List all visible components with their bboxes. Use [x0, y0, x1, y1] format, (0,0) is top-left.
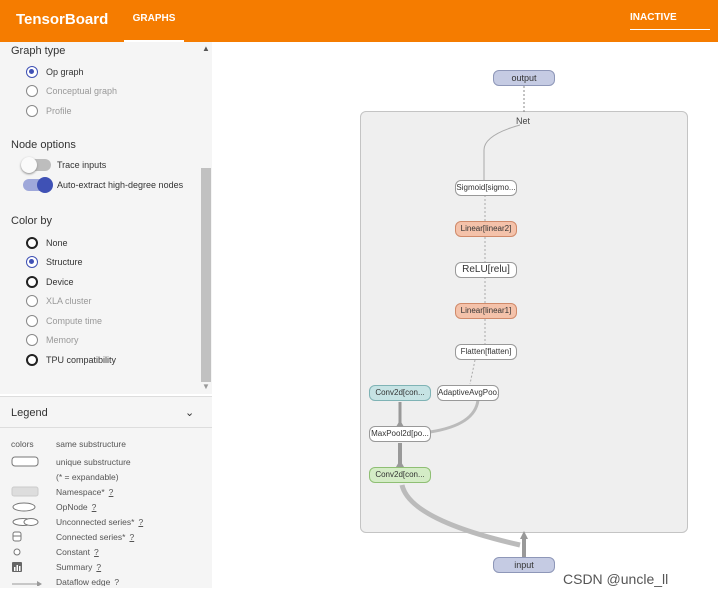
legend-row-unconnected: Unconnected series*?	[0, 516, 212, 530]
legend-label: (* = expandable)	[56, 472, 119, 482]
scroll-up-arrow-icon[interactable]: ▲	[202, 44, 210, 53]
radio-unselected-icon	[26, 354, 38, 366]
radio-label: Memory	[46, 335, 79, 345]
sidebar-scroll-thumb[interactable]	[201, 168, 211, 382]
node-maxpool2d[interactable]: MaxPool2d[po...	[369, 426, 431, 442]
color-by-heading: Color by	[11, 215, 52, 227]
legend-row-namespace: Namespace*?	[0, 486, 212, 500]
unconnected-series-icon	[11, 516, 43, 530]
toggle-off-icon	[21, 157, 51, 173]
legend-row-constant: Constant?	[0, 546, 212, 560]
toggle-label: Auto-extract high-degree nodes	[57, 180, 184, 190]
legend-label: Constant	[56, 547, 91, 557]
legend-row-opnode: OpNode?	[0, 501, 212, 515]
node-flatten[interactable]: Flatten[flatten]	[455, 344, 517, 360]
radio-label: Structure	[46, 257, 83, 267]
help-link[interactable]: ?	[129, 532, 135, 542]
legend-label: unique substructure	[56, 457, 131, 467]
toggle-on-icon	[23, 177, 53, 193]
toggle-knob	[21, 157, 37, 173]
net-namespace-label: Net	[516, 116, 531, 126]
legend-row-summary: Summary?	[0, 561, 212, 575]
radio-selected-icon	[26, 66, 38, 78]
legend-label: Summary	[56, 562, 93, 572]
legend-label: Dataflow edge	[56, 577, 111, 586]
node-linear2[interactable]: Linear[linear2]	[455, 221, 517, 237]
chevron-down-icon[interactable]: ⌄	[185, 407, 195, 419]
legend-label: Namespace*	[56, 487, 105, 497]
legend-row-colors: colors same substructure	[0, 438, 212, 452]
legend-row-expandable: (* = expandable)	[0, 471, 212, 485]
top-app-bar: TensorBoard GRAPHS INACTIVE	[0, 0, 718, 42]
watermark-text: CSDN @uncle_ll	[563, 571, 669, 587]
dataflow-edge-icon	[11, 576, 43, 586]
help-link[interactable]: ?	[114, 577, 120, 586]
radio-label: Profile	[46, 106, 72, 116]
node-conv2d-upper[interactable]: Conv2d[con...	[369, 385, 431, 401]
radio-unselected-icon	[26, 276, 38, 288]
help-link[interactable]: ?	[138, 517, 144, 527]
node-input[interactable]: input	[493, 557, 555, 573]
node-options-heading: Node options	[11, 139, 76, 151]
radio-label: TPU compatibility	[46, 355, 117, 365]
legend-panel: Legend ⌄ colors same substructure unique…	[0, 396, 212, 588]
radio-label: Compute time	[46, 316, 103, 326]
legend-label: Connected series*	[56, 532, 126, 542]
toggle-label: Trace inputs	[57, 160, 107, 170]
net-namespace-box[interactable]	[360, 111, 688, 533]
opnode-icon	[11, 501, 39, 515]
radio-unselected-icon	[26, 315, 38, 327]
sidebar-controls: Graph type Op graph Conceptual graph Pro…	[0, 42, 212, 394]
node-relu[interactable]: ReLU[relu]	[455, 262, 517, 278]
constant-icon	[11, 546, 39, 560]
legend-colors-key: colors	[11, 439, 34, 449]
legend-heading[interactable]: Legend	[11, 407, 48, 419]
brand-title: TensorBoard	[16, 11, 109, 28]
help-link[interactable]: ?	[108, 487, 114, 497]
legend-row-dataflow: Dataflow edge?	[0, 576, 212, 586]
unique-substructure-icon	[11, 456, 39, 470]
radio-label: Conceptual graph	[46, 86, 118, 96]
radio-label: XLA cluster	[46, 296, 92, 306]
inactive-dropdown[interactable]: INACTIVE	[630, 12, 710, 30]
namespace-icon	[11, 486, 39, 500]
radio-label: Device	[46, 277, 74, 287]
toggle-knob	[37, 177, 53, 193]
help-link[interactable]: ?	[94, 547, 99, 557]
scroll-down-arrow-icon[interactable]: ▼	[202, 382, 210, 391]
legend-divider	[0, 427, 212, 428]
radio-unselected-icon	[26, 105, 38, 117]
radio-label: None	[46, 238, 68, 248]
node-adaptive-avg-pool[interactable]: AdaptiveAvgPoo...	[437, 385, 499, 401]
tab-graphs[interactable]: GRAPHS	[124, 0, 184, 42]
node-sigmoid[interactable]: Sigmoid[sigmo...	[455, 180, 517, 196]
legend-label: same substructure	[56, 439, 126, 449]
radio-unselected-icon	[26, 295, 38, 307]
node-linear1[interactable]: Linear[linear1]	[455, 303, 517, 319]
radio-unselected-icon	[26, 334, 38, 346]
legend-label: OpNode	[56, 502, 88, 512]
node-conv2d-lower[interactable]: Conv2d[con...	[369, 467, 431, 483]
radio-unselected-icon	[26, 85, 38, 97]
legend-row-unique: unique substructure	[0, 456, 212, 470]
help-link[interactable]: ?	[91, 502, 97, 512]
radio-selected-icon	[26, 256, 38, 268]
graph-type-heading: Graph type	[11, 45, 66, 57]
help-link[interactable]: ?	[96, 562, 102, 572]
radio-unselected-icon	[26, 237, 38, 249]
summary-icon	[11, 561, 39, 575]
legend-label: Unconnected series*	[56, 517, 135, 527]
radio-label: Op graph	[46, 67, 84, 77]
node-output[interactable]: output	[493, 70, 555, 86]
connected-series-icon	[11, 531, 39, 545]
legend-row-connected: Connected series*?	[0, 531, 212, 545]
